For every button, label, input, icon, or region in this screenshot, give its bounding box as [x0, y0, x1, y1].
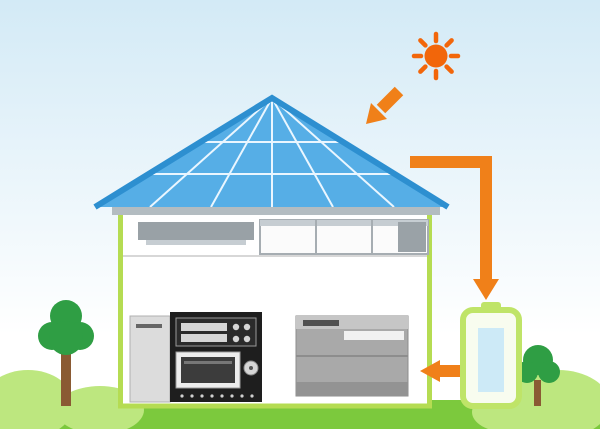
arrow-head	[366, 103, 387, 124]
stove-unit	[170, 312, 262, 402]
arrow-down-left-icon	[366, 86, 404, 124]
window-top-frame	[260, 220, 428, 226]
bush-icon	[0, 370, 74, 429]
window-dark-pane	[398, 222, 426, 252]
button-row	[180, 394, 254, 398]
tree-left	[38, 300, 94, 406]
kitchen-appliances	[129, 312, 409, 403]
cabinet	[129, 315, 171, 403]
solar-panel-roof	[93, 94, 450, 210]
tree-canopy	[49, 321, 83, 355]
house	[118, 209, 432, 409]
dishwasher-handle	[303, 320, 339, 326]
tree-trunk	[61, 350, 71, 406]
oven-window	[181, 357, 235, 383]
battery-window	[478, 328, 504, 392]
arrow-left-icon	[420, 360, 460, 382]
stove-knob	[243, 323, 251, 331]
dishwasher-slot	[344, 331, 404, 340]
sun-icon	[411, 31, 461, 81]
vent-hood	[138, 222, 254, 240]
storage-battery-icon	[460, 302, 522, 409]
dishwasher-unit	[295, 315, 409, 397]
sun-rays	[411, 31, 461, 81]
oven-rack-line	[184, 361, 232, 364]
stove-display	[181, 334, 227, 342]
cabinet-handle	[136, 324, 162, 328]
oven-dial-center	[249, 366, 253, 370]
arrow-head	[420, 360, 440, 382]
tree-canopy	[538, 361, 560, 383]
arrow-elbow-down-icon	[410, 156, 499, 300]
arrow-shaft	[410, 156, 492, 281]
second-floor-windows	[138, 219, 429, 255]
tree-trunk	[534, 380, 541, 406]
arrow-head	[473, 279, 499, 300]
stove-knob	[232, 323, 240, 331]
arrow-shaft	[376, 86, 404, 114]
stove-knob	[232, 335, 240, 343]
dishwasher-base	[296, 382, 408, 396]
roof-edge	[93, 94, 450, 210]
stove-display	[181, 323, 227, 331]
vent-hood-lip	[146, 240, 246, 245]
sun-core	[424, 44, 448, 68]
stove-knob	[243, 335, 251, 343]
